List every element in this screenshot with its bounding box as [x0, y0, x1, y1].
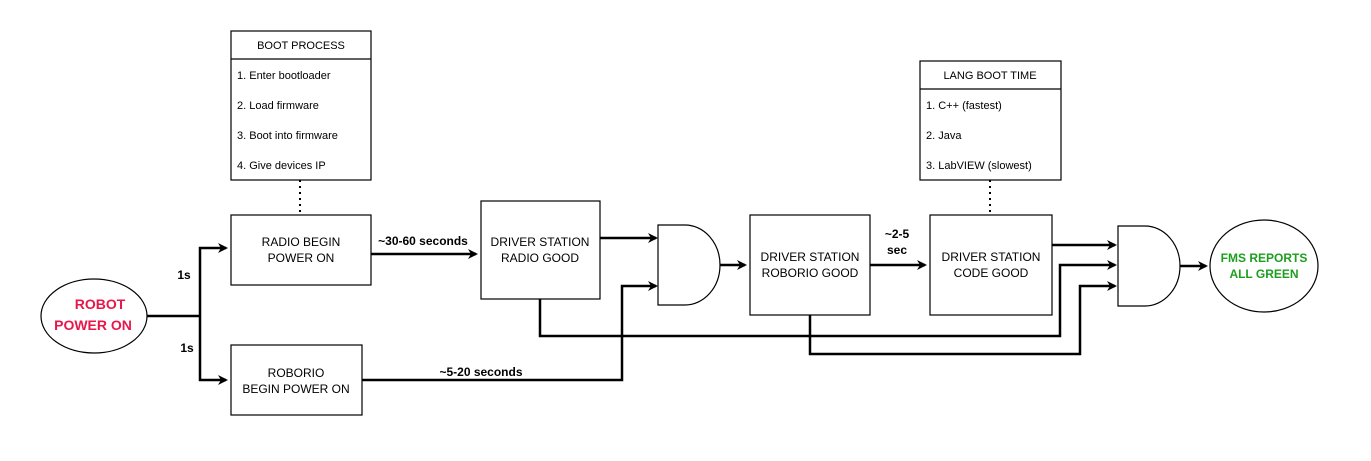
edge-label-to-roborio: 1s [180, 341, 194, 355]
robot-power-line1: ROBOT [75, 296, 126, 312]
lang-boot-time-table: LANG BOOT TIME 1. C++ (fastest) 2. Java … [919, 60, 1062, 181]
radio-begin-node: RADIO BEGIN POWER ON [230, 214, 372, 286]
lang-boot-time-item: 2. Java [926, 130, 962, 142]
lang-boot-time-item: 1. C++ (fastest) [926, 100, 1002, 112]
roborio-begin-node: ROBORIO BEGIN POWER ON [230, 344, 363, 416]
boot-process-item: 3. Boot into firmware [237, 130, 338, 142]
roborio-begin-line2: BEGIN POWER ON [242, 382, 349, 396]
radio-begin-line1: RADIO BEGIN [262, 235, 341, 249]
ds-roborio-good-line2: ROBORIO GOOD [762, 266, 859, 280]
and-gate-1 [657, 224, 721, 306]
ds-code-good-line2: CODE GOOD [954, 266, 1029, 280]
connectors [147, 233, 1208, 385]
boot-process-item: 2. Load firmware [237, 100, 319, 112]
ds-roborio-good-node: DRIVER STATION ROBORIO GOOD [749, 214, 871, 316]
edge-labels: 1s 1s ~30-60 seconds ~5-20 seconds ~2-5 … [177, 227, 909, 379]
ds-roborio-good-line1: DRIVER STATION [761, 250, 860, 264]
radio-begin-line2: POWER ON [268, 251, 335, 265]
boot-process-item: 1. Enter bootloader [237, 70, 331, 82]
edge-ds-roborio-to-and2 [808, 281, 1117, 356]
ds-code-good-line1: DRIVER STATION [942, 250, 1041, 264]
edge-roborio-to-and1 [362, 281, 658, 382]
edge-robot-to-radio [198, 243, 228, 316]
edge-robot-to-roborio [198, 316, 228, 385]
edge-label-code-time-1: ~2-5 [885, 227, 910, 241]
ds-radio-good-node: DRIVER STATION RADIO GOOD [480, 200, 601, 300]
and-gate-2 [1117, 225, 1181, 307]
roborio-begin-line1: ROBORIO [268, 366, 325, 380]
ds-code-good-node: DRIVER STATION CODE GOOD [929, 214, 1053, 316]
edge-ds-radio-to-and2 [538, 260, 1117, 338]
robot-power-line2: POWER ON [54, 317, 132, 333]
boot-process-table: BOOT PROCESS 1. Enter bootloader 2. Load… [230, 30, 372, 181]
edge-label-radio-time: ~30-60 seconds [378, 234, 468, 248]
fms-reports-line1: FMS REPORTS [1221, 251, 1308, 265]
ds-radio-good-line2: RADIO GOOD [501, 251, 579, 265]
edge-label-to-radio: 1s [177, 268, 191, 282]
fms-reports-node: FMS REPORTS ALL GREEN [1209, 219, 1319, 313]
robot-power-node: ROBOT POWER ON [40, 278, 148, 354]
ds-radio-good-line1: DRIVER STATION [491, 235, 590, 249]
dotted-connectors [299, 180, 991, 214]
fms-reports-line2: ALL GREEN [1229, 267, 1298, 281]
boot-process-title: BOOT PROCESS [257, 40, 345, 52]
boot-process-item: 4. Give devices IP [237, 160, 326, 172]
lang-boot-time-title: LANG BOOT TIME [943, 70, 1036, 82]
lang-boot-time-item: 3. LabVIEW (slowest) [926, 160, 1032, 172]
edge-label-roborio-time: ~5-20 seconds [439, 365, 522, 379]
edge-label-code-time-2: sec [887, 243, 907, 257]
